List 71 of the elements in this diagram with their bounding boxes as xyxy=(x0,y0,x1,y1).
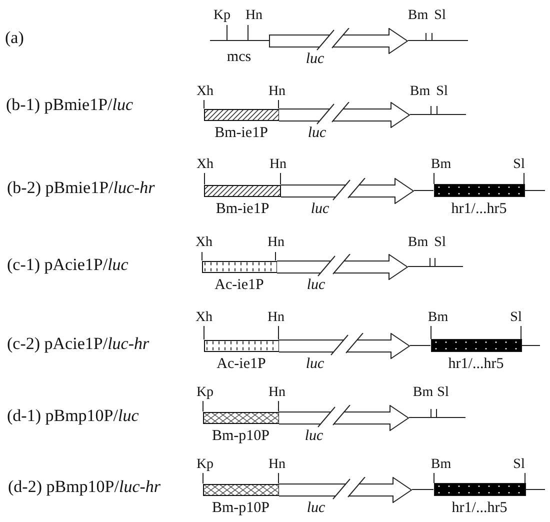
site-label: Sl xyxy=(436,84,448,100)
site-label: Sl xyxy=(510,310,522,326)
site-label: Kp xyxy=(196,456,214,474)
site-label: Hn xyxy=(245,8,263,24)
site-label: Bm xyxy=(412,384,434,402)
segment-label: Ac-ie1P xyxy=(214,276,264,294)
segment-label: luc xyxy=(310,200,330,218)
connector-line xyxy=(412,489,434,490)
site-label: Xh xyxy=(196,84,214,100)
site-label: Hn xyxy=(269,156,287,174)
site-label: Hn xyxy=(268,84,286,100)
gene-symbol xyxy=(277,254,408,280)
dotted-fill-box xyxy=(430,339,522,352)
site-label: Xh xyxy=(196,156,214,174)
segment-label: hr1/...hr5 xyxy=(452,500,508,518)
dotted-fill-box xyxy=(434,483,526,496)
site-label: Hn xyxy=(267,235,285,252)
construct-label: (b-1) pBmie1P/luc xyxy=(6,95,134,115)
site-label: Bm xyxy=(408,8,428,24)
site-label: Bm xyxy=(430,156,452,174)
site-label: Hn xyxy=(267,310,285,326)
gene-symbol xyxy=(279,404,409,430)
site-label: Kp xyxy=(213,8,231,24)
site-label: Bm xyxy=(410,84,430,100)
segment-label: hr1/...hr5 xyxy=(451,200,507,218)
hatched-box xyxy=(204,108,279,120)
segment-label: Ac-ie1P xyxy=(216,356,266,374)
site-label: Hn xyxy=(268,384,286,402)
construct-label: (c-2) pAcie1P/luc-hr xyxy=(7,334,150,354)
gene-symbol xyxy=(281,178,414,204)
segment-label: Bm-p10P xyxy=(212,428,270,446)
segment-label: luc xyxy=(306,500,326,518)
crosshatched-box xyxy=(202,484,279,496)
segment-label: Bm-p10P xyxy=(212,500,270,518)
site-label: Sl xyxy=(513,456,525,474)
connector-line xyxy=(410,345,431,346)
segment-label: Bm-ie1P xyxy=(216,200,270,218)
dash-pattern-box xyxy=(202,260,277,272)
site-label: Xh xyxy=(195,235,213,252)
crosshatched-box xyxy=(202,412,279,424)
segment-label: luc xyxy=(306,356,324,374)
gene-symbol xyxy=(279,476,412,502)
site-label: Bm xyxy=(408,235,428,252)
connector-line xyxy=(414,190,434,191)
region-label: mcs xyxy=(226,49,252,67)
construct-label: (c-1) pAcie1P/luc xyxy=(7,255,128,275)
site-label: Sl xyxy=(513,156,525,174)
dotted-fill-box xyxy=(434,184,524,197)
segment-label: luc xyxy=(306,276,326,294)
site-label: Xh xyxy=(195,310,213,326)
site-label: Sl xyxy=(434,8,446,24)
segment-label: Bm-ie1P xyxy=(214,124,268,142)
construct-label: (b-2) pBmie1P/luc-hr xyxy=(7,178,155,198)
construct-label: (a) xyxy=(5,28,24,48)
site-label: Sl xyxy=(434,235,446,252)
gene-symbol xyxy=(279,102,410,128)
site-label: Kp xyxy=(196,384,214,402)
site-label: Sl xyxy=(437,384,449,402)
site-label: Hn xyxy=(268,456,286,474)
hatched-box xyxy=(204,184,281,196)
segment-label: luc xyxy=(304,428,324,446)
segment-label: luc xyxy=(306,50,324,68)
segment-label: luc xyxy=(308,124,326,142)
site-label: Bm xyxy=(430,456,452,474)
site-label: Bm xyxy=(428,310,448,326)
gene-symbol xyxy=(279,332,410,358)
dash-pattern-box xyxy=(204,340,279,352)
segment-label: hr1/...hr5 xyxy=(448,356,504,374)
gene-symbol xyxy=(269,28,408,54)
construct-label: (d-2) pBmp10P/luc-hr xyxy=(8,477,161,497)
construct-label: (d-1) pBmp10P/luc xyxy=(7,406,139,426)
